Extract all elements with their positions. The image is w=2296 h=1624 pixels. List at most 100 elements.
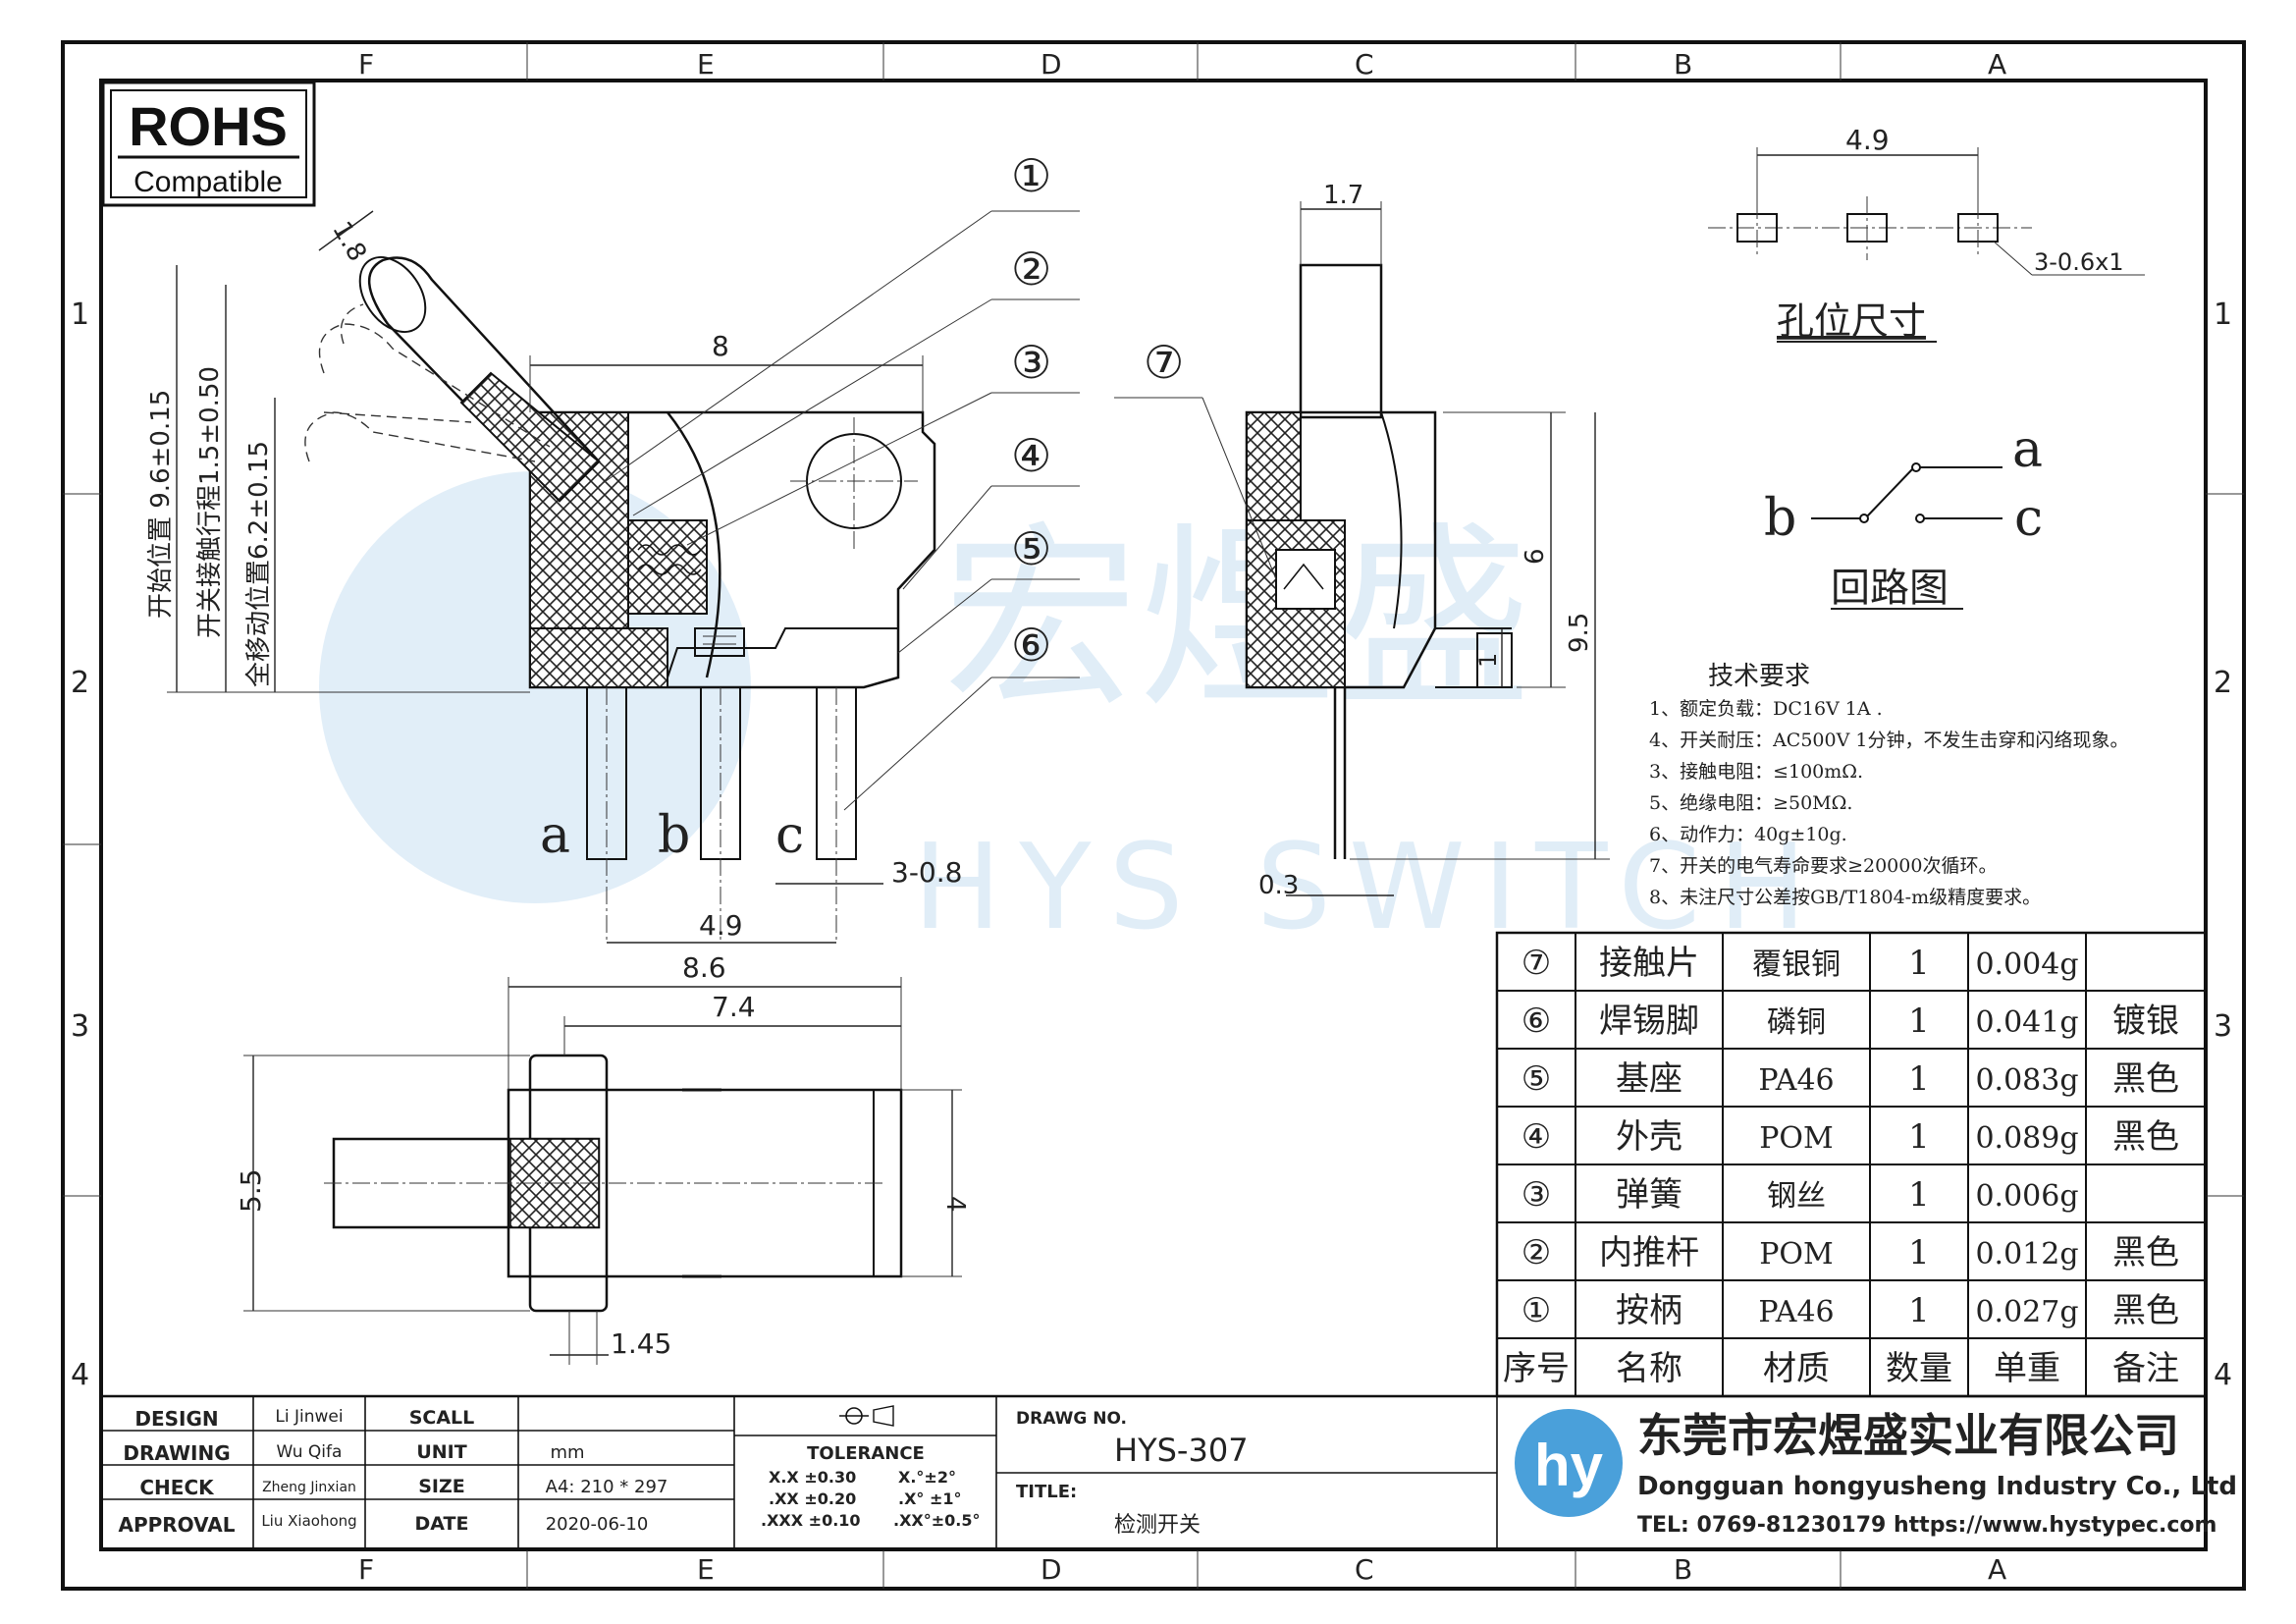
balloons: ① ② ③ ④ ⑤ ⑥ ⑦ [1011,149,1184,672]
bom-cell-note: 镀银 [2112,1001,2179,1041]
title-label: TITLE: [1016,1482,1077,1502]
bom-cell-name: 弹簧 [1616,1175,1682,1215]
row-label: 1 [71,298,89,332]
bom-cell-qty: 1 [1908,1117,1930,1157]
row-label: 4 [71,1358,89,1392]
drawg-no: HYS-307 [1114,1432,1249,1469]
tb-label-design: DESIGN [134,1407,218,1431]
tb-value-size: A4: 210 * 297 [546,1477,668,1497]
tech-requirements: 技术要求 1、额定负载：DC16V 1A . 4、开关耐压：AC500V 1分钟… [1649,662,2128,908]
tb-label-approval: APPROVAL [118,1513,235,1537]
pin-label-c: c [775,806,804,865]
hole-layout-title: 孔位尺寸 [1777,299,1926,343]
side-view: 1.7 6 9.5 1 0.3 [1114,181,1610,900]
balloon-6: ⑥ [1011,619,1051,672]
tb-key: SIZE [418,1476,465,1497]
bom-cell-no: ② [1522,1233,1551,1272]
tol-row: .XXX ±0.10 [761,1511,861,1530]
tb-person: Li Jinwei [275,1407,343,1427]
bom-cell-no: ⑦ [1522,944,1551,983]
dim-full-travel: 全移动位置6.2±0.15 [244,441,274,687]
dim-side-0-3: 0.3 [1258,871,1299,900]
balloon-2: ② [1011,243,1051,296]
tech-item: 3、接触电阻：≤100mΩ. [1649,761,1863,783]
column-labels-bottom: F E D C B A [358,1553,2006,1586]
hole-size: 3-0.6x1 [2034,248,2124,276]
tech-item: 8、未注尺寸公差按GB/T1804-m级精度要求。 [1649,887,2041,908]
col-label: B [1674,1553,1692,1586]
row-label: 2 [71,666,89,700]
col-label: C [1355,1553,1374,1586]
tol-row: .XX ±0.20 [769,1489,856,1508]
bom-header-weight: 单重 [1994,1349,2060,1388]
bom-cell-name: 基座 [1616,1059,1682,1099]
tech-item: 6、动作力：40g±10g. [1649,824,1847,845]
circuit-c: c [2014,489,2043,548]
dim-bottom-7-4: 7.4 [712,991,756,1023]
bom-cell-no: ⑥ [1522,1001,1551,1041]
dim-bottom-8-6: 8.6 [682,951,726,984]
col-label: E [697,1553,715,1586]
bom-cell-weight: 0.004g [1975,947,2078,982]
company-cn: 东莞市宏煜盛实业有限公司 [1637,1409,2179,1462]
bom-cell-material: 覆银铜 [1752,947,1841,982]
outer-border [61,40,2246,1591]
bom-cell-name: 按柄 [1616,1291,1682,1330]
dim-side-1: 1 [1474,653,1502,668]
dim-bottom-5-5: 5.5 [235,1168,267,1213]
balloon-5: ⑤ [1011,522,1051,575]
dim-contact-travel: 开关接触行程1.5±0.50 [195,366,225,638]
circuit-a: a [2012,420,2043,479]
dim-bottom-4: 4 [940,1196,970,1213]
bom-cell-material: 钢丝 [1767,1179,1826,1214]
tech-item: 7、开关的电气寿命要求≥20000次循环。 [1649,855,1997,877]
dim-side-9-5: 9.5 [1565,613,1594,653]
tol-row: X.°±2° [898,1468,956,1487]
rohs-title: ROHS [129,95,288,157]
row-labels: 1 2 3 4 1 2 3 4 [71,298,2232,1392]
tol-row: .X° ±1° [898,1489,962,1508]
front-view: 8 1.8 开始位置 9.6±0.15 开关接触行程1.5±0.50 全移动位置… [146,149,1184,944]
svg-text:hy: hy [1534,1433,1604,1498]
balloon-3: ③ [1011,336,1051,389]
tb-person: Liu Xiaohong [261,1512,356,1530]
col-label: D [1041,48,1062,81]
col-label: C [1355,48,1374,81]
tb-key: DATE [415,1513,469,1535]
company-logo: hy [1515,1409,1623,1517]
circuit-title: 回路图 [1831,566,1949,611]
row-label: 4 [2214,1358,2232,1392]
tol-row: X.X ±0.30 [769,1468,856,1487]
row-label: 3 [71,1009,89,1044]
company-contact: TEL: 0769-81230179 https://www.hystypec.… [1637,1513,2216,1538]
bom-cell-qty: 1 [1908,944,1930,983]
bom-cell-note: 黑色 [2112,1233,2179,1272]
tb-key: SCALL [409,1407,475,1429]
company-en: Dongguan hongyusheng Industry Co., Ltd [1637,1472,2237,1501]
dim-start-position: 开始位置 9.6±0.15 [146,390,176,619]
bom-cell-no: ③ [1522,1175,1551,1215]
tb-label-drawing: DRAWING [123,1441,230,1465]
col-label: E [697,48,715,81]
bom-cell-material: PA46 [1758,1295,1834,1329]
bom-cell-no: ① [1522,1291,1551,1330]
bom-cell-material: POM [1759,1237,1834,1272]
tol-row: .XX°±0.5° [893,1511,981,1530]
column-labels-top: F E D C B A [358,48,2006,81]
bom-cell-no: ⑤ [1522,1059,1551,1099]
bom-cell-material: POM [1759,1121,1834,1156]
bom-header-note: 备注 [2112,1349,2179,1388]
dim-pin-pitch: 4.9 [699,909,743,942]
bom-cell-material: PA46 [1758,1063,1834,1098]
col-label: F [358,48,374,81]
bom-cell-weight: 0.041g [1975,1005,2078,1040]
bom-cell-no: ④ [1522,1117,1551,1157]
drawg-no-label: DRAWG NO. [1016,1409,1127,1429]
circuit-diagram: a b c 回路图 [1764,420,2043,611]
col-label: D [1041,1553,1062,1586]
bom-cell-weight: 0.012g [1975,1237,2078,1272]
bom-cell-weight: 0.089g [1975,1121,2078,1156]
bom-cell-qty: 1 [1908,1291,1930,1330]
bottom-view: 8.6 7.4 5.5 4 1.45 [235,951,970,1365]
